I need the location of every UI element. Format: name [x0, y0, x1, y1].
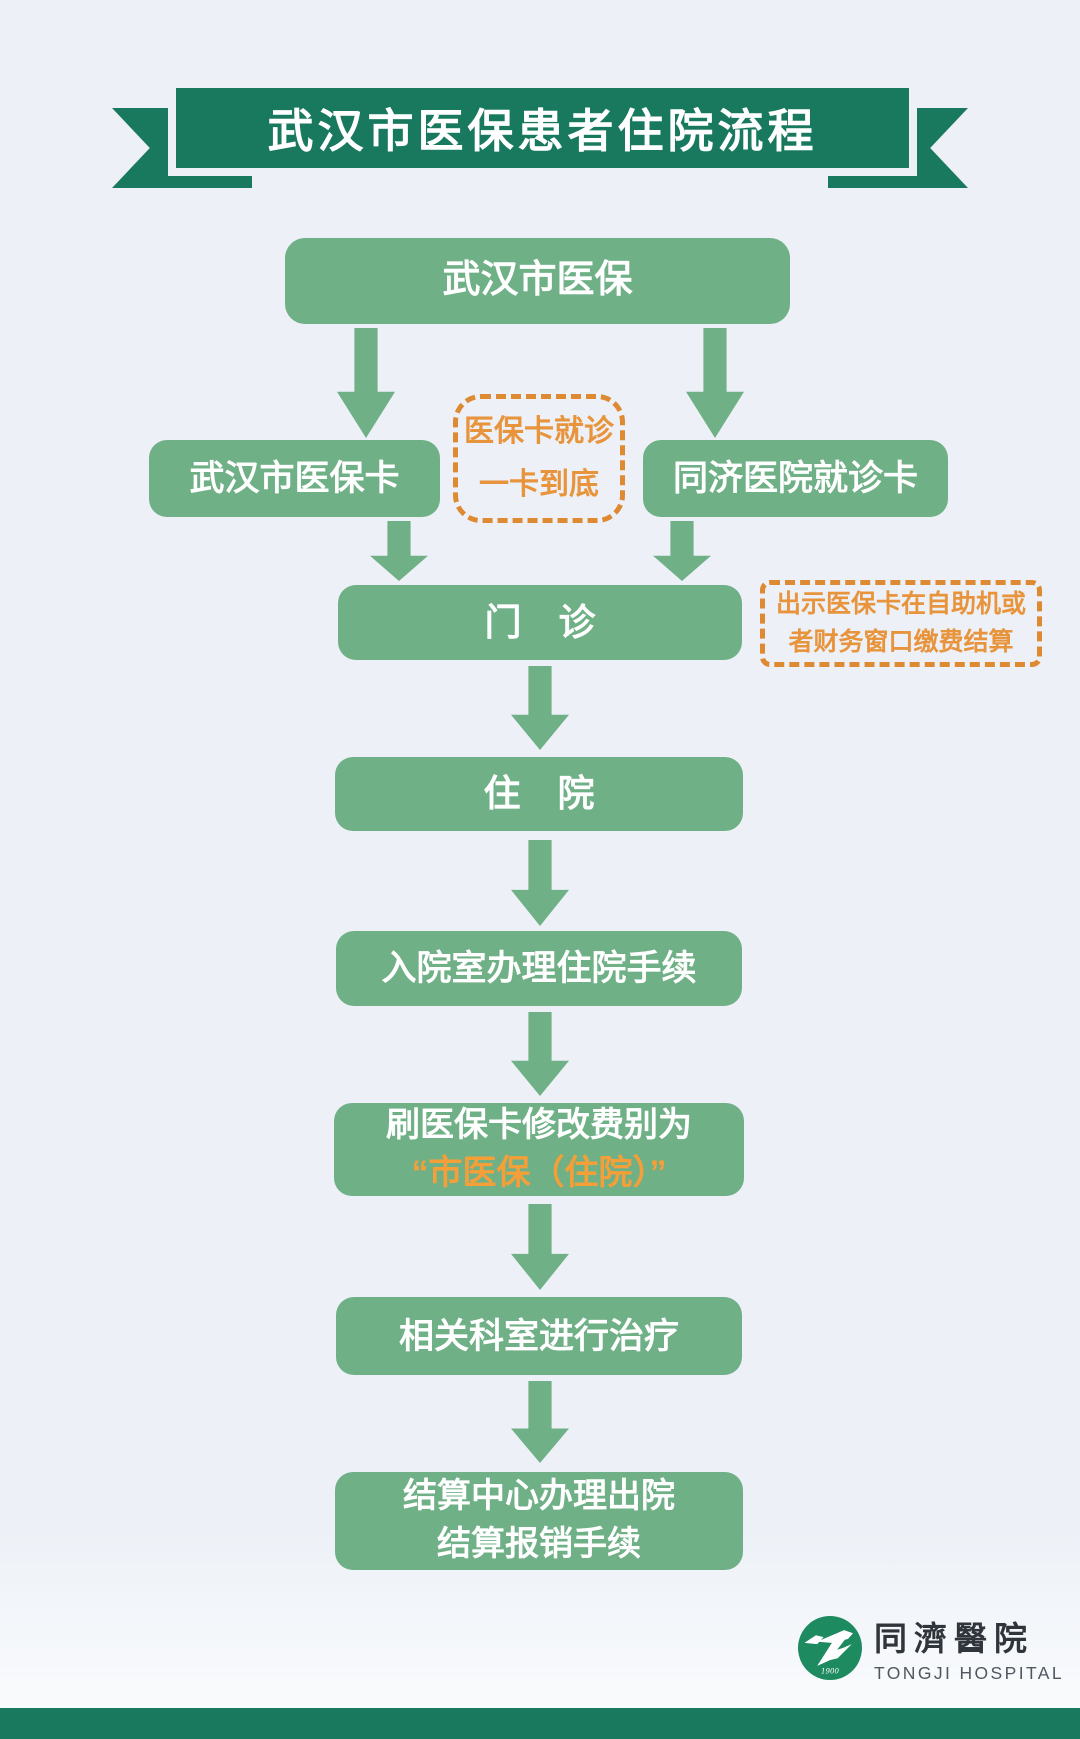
flow-box-label-highlight: “市医保（住院）” — [411, 1153, 667, 1192]
tongji-logo-icon: 1900 — [798, 1616, 862, 1680]
page-title: 武汉市医保患者住院流程 — [267, 105, 818, 157]
arrow-down-icon — [511, 1204, 569, 1290]
flow-box-fee-category-change: 刷医保卡修改费别为 “市医保（住院）” — [334, 1103, 744, 1196]
flow-box-label: 结算中心办理出院 — [403, 1477, 675, 1516]
title-banner: 武汉市医保患者住院流程 — [168, 80, 917, 176]
flow-box-label: 入院室办理住院手续 — [381, 949, 697, 988]
flow-box-wuhan-insurance-card: 武汉市医保卡 — [149, 440, 440, 517]
hospital-logo: 1900 同濟醫院 TONGJI HOSPITAL — [798, 1608, 1062, 1688]
flow-box-label: 武汉市医保卡 — [189, 459, 400, 498]
arrow-down-icon — [511, 1381, 569, 1463]
arrow-down-icon — [511, 666, 569, 750]
logo-year: 1900 — [821, 1667, 839, 1676]
note-payment-settlement: 出示医保卡在自助机或 者财务窗口缴费结算 — [760, 580, 1042, 667]
flow-box-wuhan-medical-insurance: 武汉市医保 — [285, 238, 790, 324]
note-line: 出示医保卡在自助机或 — [775, 590, 1026, 618]
note-one-card: 医保卡就诊 一卡到底 — [453, 394, 625, 523]
flow-box-admission-office: 入院室办理住院手续 — [336, 931, 742, 1006]
note-line: 者财务窗口缴费结算 — [788, 627, 1014, 656]
flow-box-label: 武汉市医保 — [442, 259, 633, 302]
flow-box-label: 相关科室进行治疗 — [398, 1316, 679, 1356]
flow-box-inpatient: 住 院 — [335, 757, 743, 831]
flow-box-label: 门 诊 — [484, 601, 596, 643]
flow-box-treatment: 相关科室进行治疗 — [336, 1297, 742, 1375]
flow-box-tongji-visit-card: 同济医院就诊卡 — [643, 440, 948, 517]
hospital-name-en: TONGJI HOSPITAL — [874, 1663, 1064, 1683]
flow-box-label: 住 院 — [483, 773, 595, 815]
flow-box-label: 刷医保卡修改费别为 — [386, 1105, 692, 1144]
arrow-down-icon — [653, 521, 711, 581]
arrow-down-icon — [337, 328, 395, 438]
footer-bar — [0, 1708, 1080, 1739]
flow-box-label: 结算报销手续 — [437, 1525, 641, 1563]
arrow-down-icon — [370, 521, 428, 581]
arrow-down-icon — [686, 328, 744, 438]
hospital-name-zh: 同濟醫院 — [874, 1619, 1034, 1658]
note-line: 一卡到底 — [479, 467, 599, 501]
flow-box-outpatient: 门 诊 — [338, 585, 742, 660]
hospital-name: 同濟醫院 TONGJI HOSPITAL — [874, 1612, 1064, 1684]
arrow-down-icon — [511, 840, 569, 926]
flow-box-label: 同济医院就诊卡 — [672, 459, 918, 498]
flow-box-discharge-settlement: 结算中心办理出院 结算报销手续 — [335, 1472, 743, 1570]
arrow-down-icon — [511, 1012, 569, 1096]
note-line: 医保卡就诊 — [464, 415, 614, 448]
